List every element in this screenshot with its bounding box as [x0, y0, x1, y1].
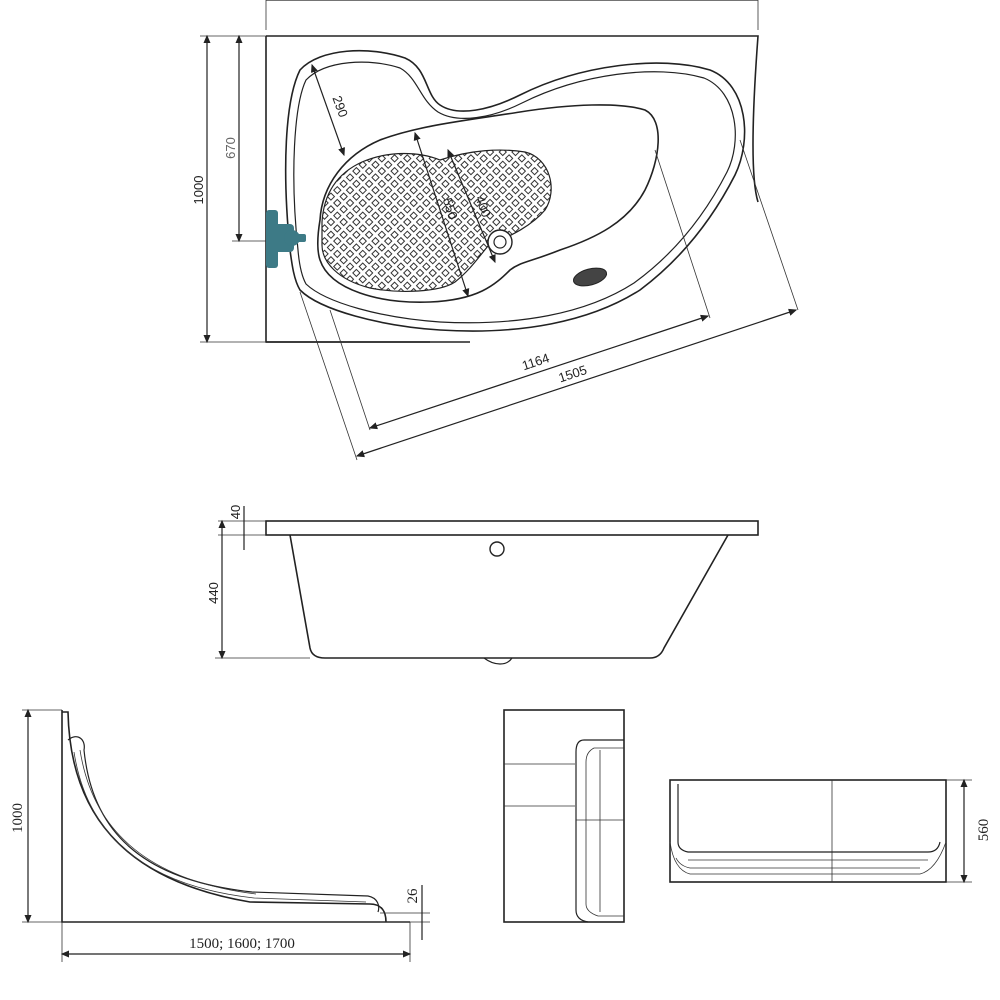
- panel-front-line2: [675, 857, 920, 869]
- side-body: [289, 534, 729, 659]
- dim-1505-label: 1505: [557, 362, 589, 385]
- side-rim: [265, 520, 759, 536]
- dim-290-label: 290: [329, 94, 351, 120]
- panel-front-frame: [669, 779, 947, 883]
- dim-line-290: [311, 63, 345, 157]
- ext-line: [299, 291, 358, 461]
- dim-560-label: 560: [976, 819, 992, 842]
- panel-curve-outer: [62, 711, 387, 923]
- dim-width-top-label: 1605: [498, 0, 527, 1]
- dim-lengths-label: 1500; 1600; 1700: [189, 936, 295, 952]
- dim-40-label: 40: [228, 505, 243, 519]
- drain-inner: [493, 235, 507, 249]
- dim-440-label: 440: [206, 582, 221, 604]
- dim-26-label: 26: [405, 888, 421, 904]
- top-view: 1605 1000 670 2: [191, 0, 799, 461]
- panel-side-view: [503, 709, 625, 923]
- tub-basin: [316, 104, 659, 303]
- panel-side-lip-inner: [585, 747, 624, 917]
- dim-550-label: 550: [440, 196, 461, 221]
- panel-front-lip: [677, 784, 941, 853]
- drain-side: [483, 657, 513, 665]
- anti-slip-mat: [321, 149, 552, 292]
- dim-line-1505: [355, 308, 798, 458]
- dim-height-label: 1000: [191, 176, 206, 205]
- dim-line-550: [413, 131, 470, 298]
- side-view: 40 440: [206, 505, 759, 665]
- dim-400-label: 400: [472, 194, 494, 220]
- panel-front-lip-lower: [669, 841, 947, 875]
- ext-line: [654, 149, 711, 319]
- panel-curve-line2: [79, 749, 257, 895]
- ext-line: [329, 309, 371, 431]
- panel-curve-line: [73, 751, 367, 903]
- faucet-icon: [266, 210, 306, 268]
- overflow-icon: [572, 267, 608, 287]
- ext-line: [739, 139, 799, 311]
- panel-front-view: 560: [669, 778, 992, 884]
- panel-curve-inner: [67, 736, 380, 913]
- panel-side-frame: [503, 709, 625, 923]
- overflow-side-icon: [489, 541, 505, 557]
- panel-top-view: 1000 26 1500; 1600; 1700: [10, 708, 430, 962]
- panel-side-lip: [575, 739, 624, 923]
- dim-line-1164: [368, 314, 710, 430]
- dim-670-label: 670: [223, 137, 238, 159]
- dim-panel-1000-label: 1000: [10, 803, 26, 833]
